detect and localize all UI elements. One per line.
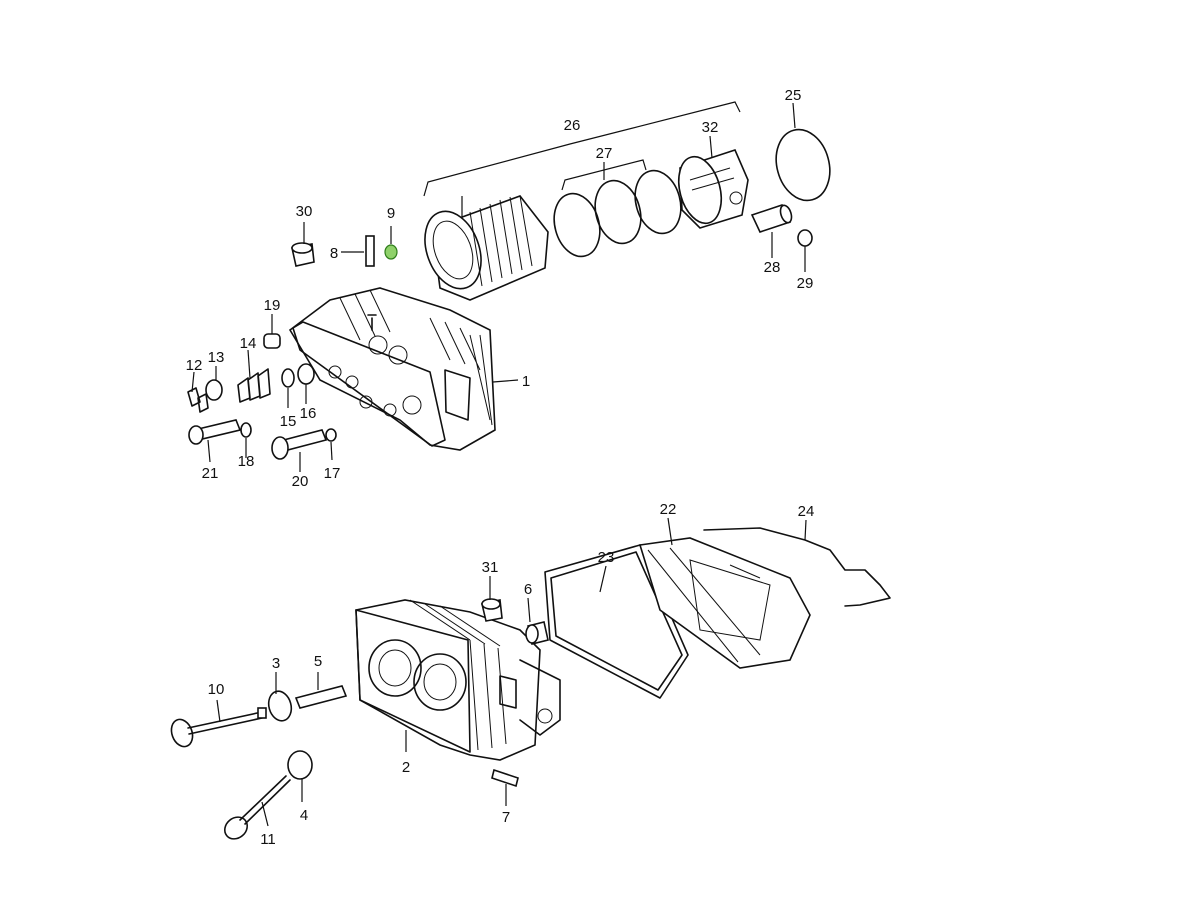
callout-21: 21 — [202, 465, 219, 482]
valve-keepers[interactable] — [187, 387, 209, 413]
callout-31: 31 — [482, 559, 499, 576]
callout-27: 27 — [596, 145, 613, 162]
cylinder-head-upper[interactable] — [288, 287, 496, 451]
valve-guide-small[interactable] — [263, 333, 281, 349]
sleeve-bushing[interactable] — [525, 621, 549, 645]
callout-13: 13 — [208, 349, 225, 366]
callout-7: 7 — [502, 809, 510, 826]
callout-1: 1 — [522, 373, 530, 390]
callout-17: 17 — [324, 465, 341, 482]
o-ring[interactable] — [325, 428, 337, 442]
spring-retainer[interactable] — [205, 379, 223, 401]
callout-14: 14 — [240, 335, 257, 352]
rocker-shaft-long[interactable] — [188, 419, 242, 445]
piston[interactable] — [672, 149, 749, 229]
cylinder-seal-ring[interactable] — [769, 123, 838, 206]
callout-26: 26 — [564, 117, 581, 134]
valve-cover-bail[interactable] — [703, 527, 891, 607]
piston-pin[interactable] — [750, 204, 794, 233]
callout-11: 11 — [260, 831, 276, 848]
intake-valve[interactable] — [168, 707, 267, 750]
callout-6: 6 — [524, 581, 532, 598]
leader-lines — [191, 102, 807, 827]
stud-lower[interactable] — [491, 768, 519, 788]
seal-ring-small[interactable] — [240, 422, 252, 438]
spring-seat[interactable] — [297, 363, 315, 385]
rocker-shaft[interactable] — [271, 429, 328, 460]
valve-spring[interactable] — [237, 368, 271, 403]
callout-20: 20 — [292, 473, 309, 490]
circlip[interactable] — [797, 229, 813, 247]
callout-3: 3 — [272, 655, 280, 672]
callout-29: 29 — [797, 275, 814, 292]
valve-guide[interactable] — [294, 685, 348, 709]
callout-12: 12 — [186, 357, 203, 374]
cap-nut[interactable] — [291, 242, 315, 267]
callout-32: 32 — [702, 119, 719, 136]
stud[interactable] — [365, 235, 375, 267]
callout-22: 22 — [660, 501, 677, 518]
callout-18: 18 — [238, 453, 255, 470]
callout-8: 8 — [330, 245, 338, 262]
valve-cover[interactable] — [638, 537, 811, 669]
callout-4: 4 — [300, 807, 308, 824]
nut-highlighted[interactable] — [384, 244, 398, 260]
callout-30: 30 — [296, 203, 313, 220]
callout-15: 15 — [280, 413, 297, 430]
callout-23: 23 — [598, 549, 615, 566]
piston-rings[interactable] — [547, 165, 687, 261]
exhaust-valve[interactable] — [220, 775, 291, 843]
callout-25: 25 — [785, 87, 802, 104]
callout-16: 16 — [300, 405, 317, 422]
valve-seat-exhaust[interactable] — [287, 750, 313, 780]
callout-5: 5 — [314, 653, 322, 670]
cylinder-barrel[interactable] — [415, 195, 549, 301]
valve-seat-insert[interactable] — [265, 689, 294, 724]
cap-nut-lower[interactable] — [481, 598, 503, 622]
callout-10: 10 — [208, 681, 225, 698]
cylinder-head-lower[interactable] — [355, 599, 561, 761]
callout-24: 24 — [798, 503, 815, 520]
callout-2: 2 — [402, 759, 410, 776]
spring-washer[interactable] — [281, 368, 295, 388]
callout-19: 19 — [264, 297, 281, 314]
valve-cover-gasket[interactable] — [544, 544, 689, 699]
callout-9: 9 — [387, 205, 395, 222]
callout-28: 28 — [764, 259, 781, 276]
